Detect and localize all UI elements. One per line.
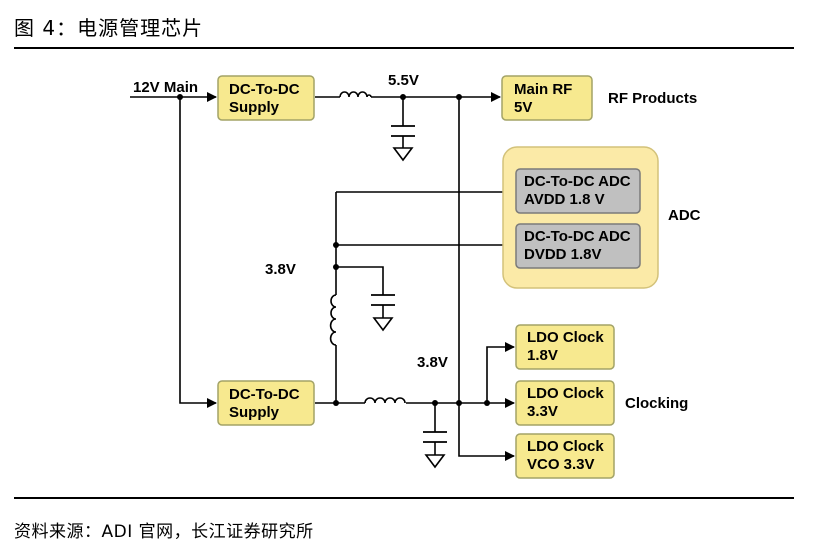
- capacitor-bottom: [423, 431, 447, 443]
- ldo-vco-line1: LDO Clock: [527, 438, 604, 455]
- ldo-clock-1v8-box: LDO Clock 1.8V: [515, 324, 615, 370]
- adc-group-label: ADC: [668, 207, 701, 224]
- ldo-vco-box: LDO Clock VCO 3.3V: [515, 433, 615, 479]
- inductor-bottom: [364, 397, 406, 404]
- rail-3v8-right-label: 3.8V: [417, 354, 448, 371]
- ground-icon-bottom: [424, 454, 446, 469]
- dcdc-supply-bottom: DC-To-DC Supply: [217, 380, 315, 426]
- figure-title: 图 4：电源管理芯片: [14, 16, 204, 40]
- top-rule: [14, 47, 794, 49]
- capacitor-top: [391, 125, 415, 137]
- main-rf-line2: 5V: [514, 99, 532, 116]
- ldo-clk18-line1: LDO Clock: [527, 329, 604, 346]
- junction-dots: [177, 94, 490, 406]
- adc-dvdd-box: DC-To-DC ADC DVDD 1.8V: [515, 223, 641, 269]
- bottom-rule: [14, 497, 794, 499]
- rf-products-label: RF Products: [608, 90, 697, 107]
- rail-5v5-label: 5.5V: [388, 72, 419, 89]
- inductor-top: [339, 91, 372, 98]
- ldo-clk18-line2: 1.8V: [527, 347, 558, 364]
- ldo-clk33-line1: LDO Clock: [527, 385, 604, 402]
- adc-avdd-line1: DC-To-DC ADC: [524, 173, 631, 190]
- input-12v-main-label: 12V Main: [133, 79, 198, 96]
- clocking-label: Clocking: [625, 395, 688, 412]
- adc-dvdd-line2: DVDD 1.8V: [524, 246, 602, 263]
- rail-3v8-left-label: 3.8V: [265, 261, 296, 278]
- dcdc-supply-top: DC-To-DC Supply: [217, 75, 315, 121]
- ldo-clk33-line2: 3.3V: [527, 403, 558, 420]
- dcdc-top-line1: DC-To-DC: [229, 81, 300, 98]
- adc-avdd-line2: AVDD 1.8 V: [524, 191, 605, 208]
- dcdc-top-line2: Supply: [229, 99, 280, 116]
- dcdc-bottom-line2: Supply: [229, 404, 280, 421]
- ldo-clock-3v3-box: LDO Clock 3.3V: [515, 380, 615, 426]
- source-note: 资料来源：ADI 官网，长江证券研究所: [14, 522, 314, 542]
- main-rf-box: Main RF 5V: [501, 75, 593, 121]
- wires: [130, 92, 515, 461]
- adc-avdd-box: DC-To-DC ADC AVDD 1.8 V: [515, 168, 641, 214]
- inductor-vertical: [329, 294, 337, 346]
- adc-dvdd-line1: DC-To-DC ADC: [524, 228, 631, 245]
- ground-icon-top: [392, 147, 414, 162]
- main-rf-line1: Main RF: [514, 81, 572, 98]
- ground-icon-mid: [372, 317, 394, 332]
- dcdc-bottom-line1: DC-To-DC: [229, 386, 300, 403]
- capacitor-mid: [371, 294, 395, 306]
- ldo-vco-line2: VCO 3.3V: [527, 456, 595, 473]
